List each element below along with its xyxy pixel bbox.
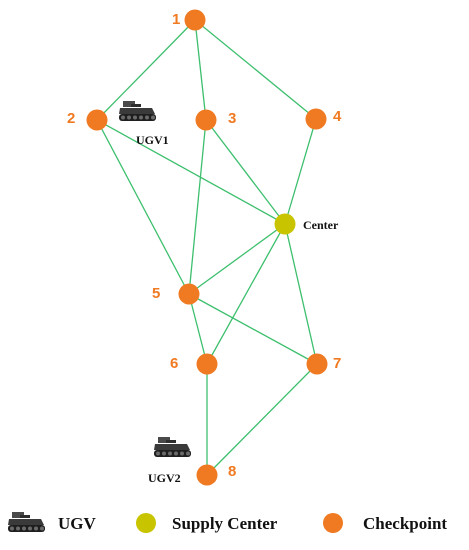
edge-center-5 [188,223,286,295]
legend-ugv-vehicle-icon [8,512,45,532]
checkpoint-label-3: 3 [228,110,236,127]
checkpoint-node-5 [178,283,200,305]
checkpoint-node-7 [306,353,328,375]
checkpoint-node-1 [184,9,206,31]
checkpoint-node-6 [196,353,218,375]
ugv1-label: UGV1 [136,133,169,147]
checkpoint-node-4 [305,108,327,130]
checkpoint-label-7: 7 [333,355,341,372]
edge-4-center [284,118,317,225]
edge-2-center [96,119,286,225]
ugv-icon [8,512,45,532]
checkpoint-label-5: 5 [152,285,160,302]
edge-center-6 [206,223,286,365]
edge-3-5 [188,119,207,295]
edges-layer [96,19,318,476]
checkpoint-label-8: 8 [228,463,236,480]
edge-5-7 [188,293,318,365]
supply-center-node [274,213,296,235]
legend-label-ugv: UGV [58,514,97,533]
legend-label-supply-center: Supply Center [172,514,278,533]
checkpoint-label-2: 2 [67,110,75,127]
ugv2-label: UGV2 [148,471,181,485]
checkpoint-label-1: 1 [172,11,180,28]
legend-label-checkpoint: Checkpoint [363,514,447,533]
ugv1-icon [119,101,156,121]
legend-checkpoint-icon [323,513,343,533]
edge-7-8 [206,363,318,476]
supply-center-label: Center [303,218,339,232]
edge-1-2 [96,19,196,121]
edge-1-3 [194,19,207,121]
checkpoint-node-2 [86,109,108,131]
edge-center-7 [284,223,318,365]
checkpoint-node-8 [196,464,218,486]
edge-1-4 [194,19,317,120]
edge-3-center [205,119,286,225]
legend-supply-center-icon [136,513,156,533]
legend: UGV Supply Center Checkpoint [8,512,447,533]
checkpoint-label-6: 6 [170,355,178,372]
checkpoint-label-4: 4 [333,108,342,125]
ugv2-icon [154,437,191,457]
checkpoint-node-3 [195,109,217,131]
edge-5-6 [188,293,208,365]
edge-2-5 [96,119,190,295]
